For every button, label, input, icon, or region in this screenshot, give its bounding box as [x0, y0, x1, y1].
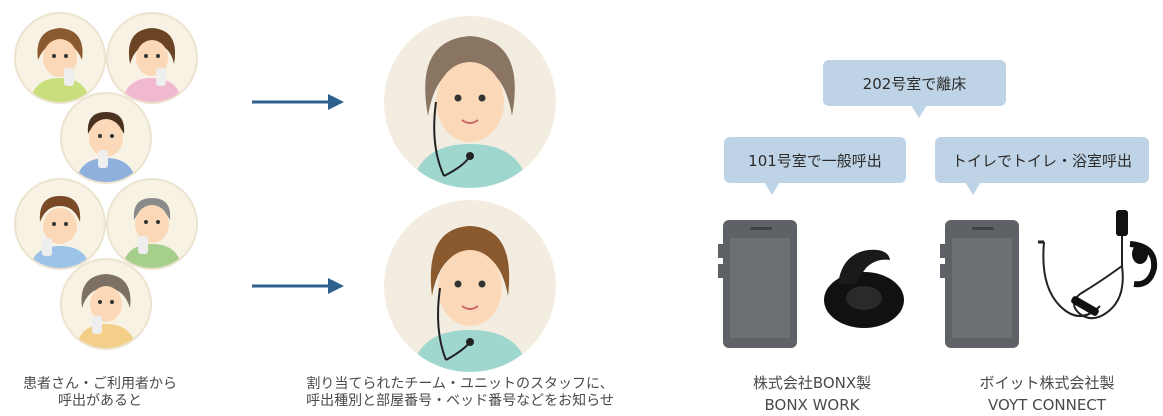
smartphone-icon: [940, 220, 1019, 348]
patient-woman-icon: [30, 28, 90, 102]
middle-caption: 割り当てられたチーム・ユニットのスタッフに、 呼出種別と部屋番号・ベッド番号など…: [260, 376, 660, 410]
patient-circle-1: [14, 12, 106, 104]
product-caption-voyt: ボイット株式会社製 VOYT CONNECT: [942, 372, 1152, 416]
patient-circle-2: [106, 12, 198, 104]
product-maker: ボイット株式会社製: [979, 374, 1115, 392]
patient-man-icon: [76, 112, 136, 182]
staff-circle-1: [384, 16, 556, 188]
product-maker: 株式会社BONX製: [752, 374, 872, 392]
bubble-text: 202号室で離床: [862, 74, 967, 93]
patient-circle-6: [60, 258, 152, 350]
product-caption-bonx: 株式会社BONX製 BONX WORK: [712, 372, 912, 416]
staff-woman-with-earpiece-icon: [412, 36, 528, 188]
bubble-text: 101号室で一般呼出: [748, 151, 882, 170]
patient-circle-3: [60, 92, 152, 184]
left-caption-line1: 患者さん・ご利用者から: [23, 376, 177, 392]
product-name: BONX WORK: [764, 396, 860, 414]
staff-circle-2: [384, 200, 556, 372]
earphone-with-mic-icon: [1038, 210, 1158, 320]
earbud-icon: [824, 249, 904, 328]
bubble-room-202: 202号室で離床: [823, 60, 1006, 118]
bubble-room-101: 101号室で一般呼出: [724, 137, 906, 195]
patient-elderly-man-icon: [122, 198, 182, 268]
staff-woman-with-earpiece-icon: [412, 226, 528, 372]
bubble-text: トイレでトイレ・浴室呼出: [951, 151, 1132, 170]
bubble-toilet: トイレでトイレ・浴室呼出: [935, 137, 1149, 195]
smartphone-icon: [718, 220, 797, 348]
patient-woman-icon: [122, 28, 182, 102]
left-caption-line2: 呼出があると: [58, 393, 142, 409]
middle-caption-line2: 呼出種別と部屋番号・ベッド番号などをお知らせ: [306, 393, 614, 409]
patient-elderly-woman-icon: [76, 274, 136, 348]
arrow-right-icon: [252, 278, 344, 294]
middle-caption-line1: 割り当てられたチーム・ユニットのスタッフに、: [306, 376, 614, 392]
patient-boy-icon: [30, 196, 90, 268]
arrow-right-icon: [252, 94, 344, 110]
product-name: VOYT CONNECT: [988, 396, 1106, 414]
patient-circle-5: [106, 178, 198, 270]
patient-circle-4: [14, 178, 106, 270]
left-caption: 患者さん・ご利用者から 呼出があると: [0, 376, 200, 410]
